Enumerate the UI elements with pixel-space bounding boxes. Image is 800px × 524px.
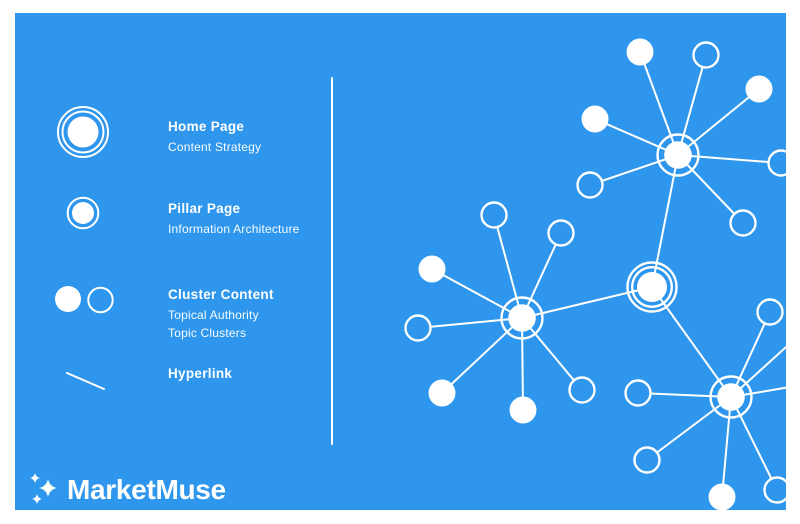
cluster-node-outline [692, 41, 720, 69]
legend-label: Hyperlink [168, 366, 233, 381]
hyperlink-edge [730, 311, 771, 398]
pillar-page-node [500, 296, 544, 340]
hyperlink-icon [66, 372, 105, 390]
cluster-node-outline [763, 476, 786, 504]
home-node-icon [57, 106, 109, 158]
cluster-node-icon [55, 286, 114, 314]
marketmuse-logo: MarketMuse [28, 470, 226, 510]
legend-sublabel: Content Strategy [168, 140, 262, 154]
home-page-node [637, 272, 667, 302]
legend-sublabel: Information Architecture [168, 222, 300, 236]
hyperlink-edge [589, 154, 679, 186]
cluster-node-outline [633, 446, 661, 474]
sparkles-icon [30, 473, 57, 504]
hyperlink-edge [521, 317, 524, 411]
legend-item-home-page: Home Page Content Strategy [168, 119, 261, 156]
pillar-node-icon [66, 196, 100, 230]
cluster-node-outline [576, 171, 604, 199]
pillar-page-node-core [664, 141, 692, 169]
hyperlink-edge [721, 396, 732, 498]
cluster-node-filled [418, 255, 446, 283]
cluster-node-filled [509, 396, 537, 424]
cluster-node-outline [404, 314, 432, 342]
hyperlink-edge [417, 317, 523, 329]
hyperlink-edge [441, 317, 523, 394]
cluster-node-filled [626, 38, 654, 66]
hyperlink-edge [651, 154, 679, 288]
legend: Home Page Content Strategy Pillar Page I… [0, 0, 360, 524]
cluster-node-outline [547, 219, 575, 247]
hyperlink-edge [521, 232, 562, 319]
hyperlink-edge [677, 154, 744, 224]
home-page-node [631, 266, 674, 309]
hyperlink-edge [521, 317, 583, 391]
legend-item-pillar-page: Pillar Page Information Architecture [168, 201, 300, 238]
hyperlink-edge [677, 54, 707, 156]
legend-divider [331, 77, 333, 445]
legend-label: Home Page [168, 119, 245, 134]
pillar-page-node [656, 133, 700, 177]
hyperlink-edge [493, 214, 523, 319]
cluster-node-filled [428, 379, 456, 407]
cluster-node-outline [480, 201, 508, 229]
pillar-page-node [709, 375, 753, 419]
legend-label: Cluster Content [168, 287, 274, 302]
cluster-node-filled [708, 483, 736, 510]
hyperlink-edge [646, 396, 732, 461]
logo-text: MarketMuse [67, 474, 226, 505]
cluster-node-filled [745, 75, 773, 103]
cluster-node-outline [568, 376, 596, 404]
hyperlink-edge [594, 118, 679, 156]
pillar-page-node-core [508, 304, 536, 332]
cluster-node-outline [756, 298, 784, 326]
hyperlink-edge [521, 286, 653, 319]
cluster-node-outline [729, 209, 757, 237]
hyperlink-edge [677, 154, 782, 164]
cluster-node-outline [624, 379, 652, 407]
legend-item-cluster-content: Cluster Content Topical Authority Topic … [168, 287, 274, 342]
hyperlink-edge [730, 396, 778, 491]
legend-sublabel: Topical Authority [168, 308, 259, 322]
legend-sublabel: Topic Clusters [168, 326, 247, 340]
pillar-page-node-core [717, 383, 745, 411]
hyperlink-edge [730, 345, 786, 398]
legend-item-hyperlink: Hyperlink [168, 366, 232, 382]
hyperlink-edge [637, 392, 732, 398]
home-page-node [626, 261, 678, 313]
hyperlink-edge [639, 51, 679, 156]
hyperlink-edge [677, 88, 760, 156]
hyperlink-edge [431, 268, 523, 319]
legend-label: Pillar Page [168, 201, 241, 216]
cluster-node-filled [581, 105, 609, 133]
cluster-node-outline [767, 149, 786, 177]
hyperlink-edge [651, 286, 732, 398]
